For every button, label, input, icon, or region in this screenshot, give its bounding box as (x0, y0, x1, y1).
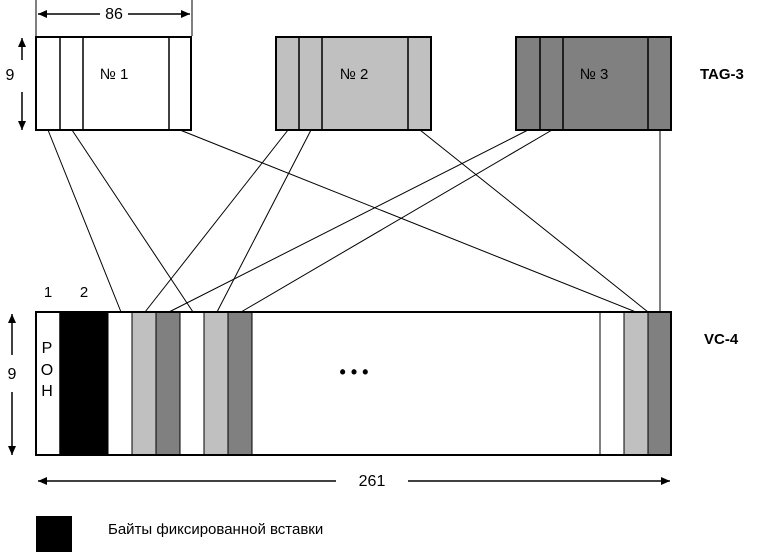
tug-2: № 2 (275, 36, 432, 131)
vc-width-dimension: 261 (38, 473, 670, 490)
tug3-group-label: TAG-3 (700, 66, 744, 83)
fixed-stuff-columns (60, 312, 108, 455)
legend-text: Байты фиксированной вставки (108, 521, 323, 538)
tug-1: № 1 (35, 36, 192, 131)
tug-3-label: № 3 (580, 66, 609, 83)
mapping-lines (47, 129, 661, 313)
tug-1-label: № 1 (100, 66, 129, 83)
tug-width-dimension: 86 (35, 0, 193, 36)
column-2-label: 2 (80, 284, 88, 301)
vc4-frame (35, 311, 672, 456)
column-1-label: 1 (44, 284, 52, 301)
poh-letter-o: O (41, 362, 53, 379)
tug-2-label: № 2 (340, 66, 369, 83)
poh-letter-p: P (42, 340, 53, 357)
vc-width-label: 261 (359, 473, 386, 490)
tug-height-dimension: 9 (6, 38, 26, 130)
vc-height-dimension: 9 (8, 314, 17, 455)
vc4-label: VC-4 (704, 331, 739, 348)
ellipsis: • • • (340, 362, 369, 382)
tug-height-label: 9 (6, 67, 15, 84)
tug-3: № 3 (515, 36, 672, 131)
poh-letter-h: H (41, 383, 53, 400)
legend: Байты фиксированной вставки (36, 516, 323, 552)
tug-width-label: 86 (105, 6, 123, 23)
legend-swatch (36, 516, 72, 552)
vc-height-label: 9 (8, 366, 17, 383)
